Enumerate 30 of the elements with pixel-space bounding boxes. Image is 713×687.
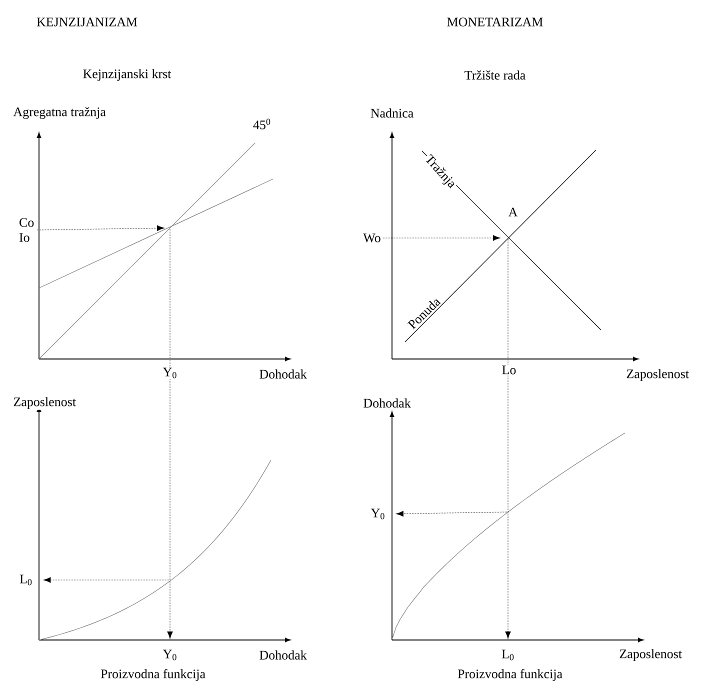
angle-label: 45$^{0}$ [252,118,272,130]
tick-label: Co Io [19,218,34,242]
panel-title: KEJNZIJANIZAM [35,16,139,28]
arrow [36,225,164,231]
axis-label: Dohodak [258,649,308,661]
arrow [382,235,500,241]
axis-label: Dohodak [362,397,412,409]
arrow [167,228,173,639]
axis-title: Proizvodna funkcija [99,668,207,682]
axis-label: Nadnica [369,107,415,119]
chart-title: Kejnzijanski krst [82,68,172,82]
panel-title: MONETARIZAM [446,16,544,28]
tick-label: Lo [500,364,518,376]
arrow [44,577,170,583]
axis-title: Proizvodna funkcija [456,668,564,682]
tick-label: Y$_{0}$ [162,366,178,380]
arrow [396,510,508,516]
axis-label: Zaposlenost [618,648,684,662]
axis-label: Dohodak [258,368,308,380]
tick-label: L$_{0}$ [502,650,514,660]
axis-label: Agregatna tražnja [12,106,107,120]
axis-label: Zaposlenost [625,368,690,382]
tick-label: Y$_{0}$ [162,650,176,660]
tick-label: Y$_{0}$ [370,508,384,520]
axis-label: Zaposlenost [12,396,78,410]
tick-label: Wo [363,234,380,242]
chart-title: Tržište rada [463,69,527,81]
arrow [505,238,511,639]
tick-label: L$_{0}$ [20,574,32,586]
point-label: A [507,206,519,218]
